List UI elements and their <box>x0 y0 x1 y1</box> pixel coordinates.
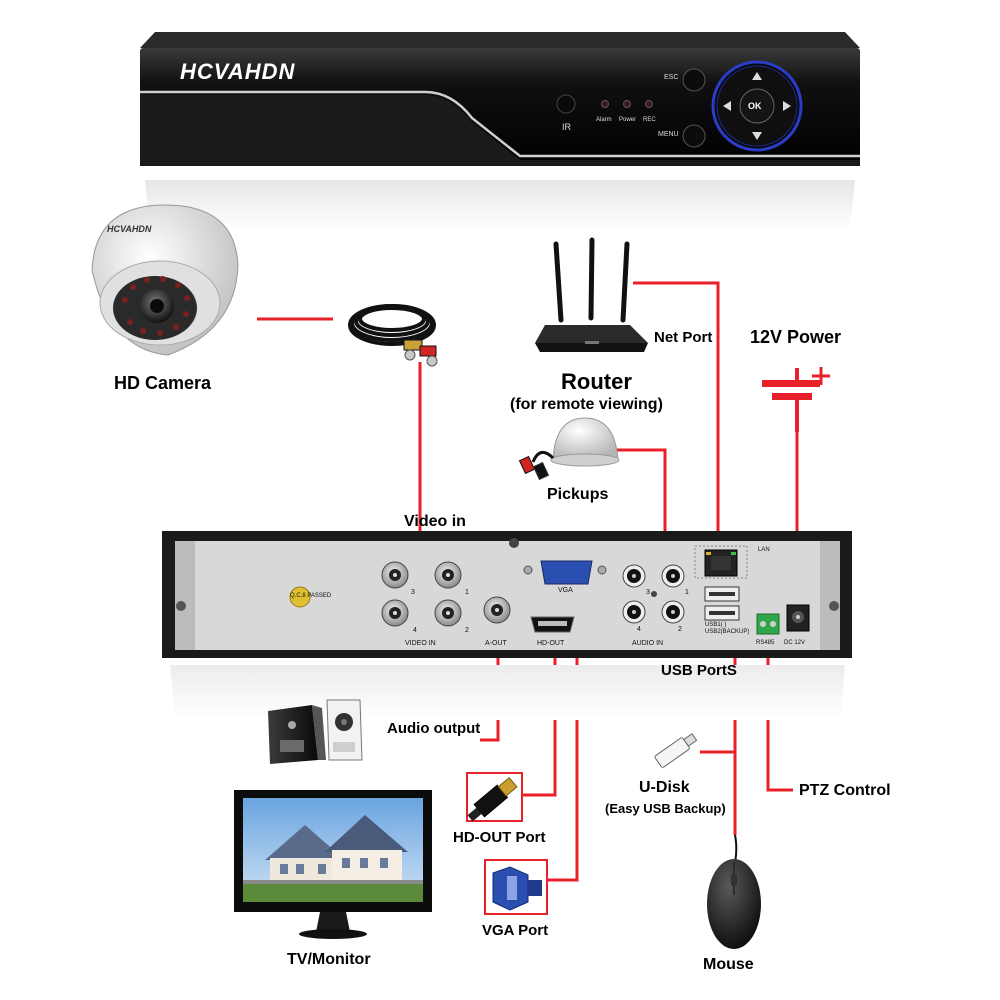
u-disk-sub-label: (Easy USB Backup) <box>605 801 726 816</box>
esc-button[interactable]: ESC <box>664 74 679 81</box>
ok-button[interactable]: OK <box>748 101 762 111</box>
video-in-port-3: 3 <box>411 589 415 596</box>
usb2-port-label: USB2(BACKUP) <box>705 629 750 635</box>
mouse-label: Mouse <box>703 956 754 973</box>
rs485-port-label: RS485 <box>756 640 775 646</box>
usb-ports-label: USB PortS <box>661 662 737 679</box>
camera-brand: HCVAHDN <box>107 224 152 234</box>
menu-button[interactable]: MENU <box>658 131 679 138</box>
router-label: Router <box>561 369 632 394</box>
ptz-control-label: PTZ Control <box>799 782 891 799</box>
video-in-port-1: 1 <box>465 589 469 596</box>
ir-label: IR <box>562 122 571 132</box>
router-sub-label: (for remote viewing) <box>510 396 663 413</box>
brand-logo: HCVAHDN <box>180 59 296 84</box>
vga-port-caption: VGA Port <box>482 922 549 939</box>
led-label-rec: REC <box>643 117 656 123</box>
power-label: 12V Power <box>750 327 842 347</box>
audio-in-port-1: 1 <box>685 589 689 596</box>
pickups-label: Pickups <box>547 486 609 503</box>
hd-out-port-label: HD-OUT <box>537 640 565 647</box>
audio-in-port-3: 3 <box>646 589 650 596</box>
power-symbol-icon <box>762 367 830 432</box>
hd-camera-label: HD Camera <box>114 373 212 393</box>
audio-in-port-label: AUDIO IN <box>632 640 664 647</box>
lan-port-label: LAN <box>758 547 770 553</box>
hd-out-port-caption: HD-OUT Port <box>453 829 546 846</box>
audio-in-port-4: 4 <box>637 626 641 633</box>
led-label-power: Power <box>619 117 637 123</box>
video-in-label: Video in <box>404 513 466 530</box>
dc-port-label: DC 12V <box>784 640 806 646</box>
vga-port-label: VGA <box>558 587 573 594</box>
video-in-port-2: 2 <box>465 627 469 634</box>
a-out-port-label: A-OUT <box>485 640 507 647</box>
audio-in-port-2: 2 <box>678 626 682 633</box>
video-in-port-label: VIDEO IN <box>405 640 436 647</box>
audio-output-label: Audio output <box>387 720 481 737</box>
video-in-port-4: 4 <box>413 627 417 634</box>
u-disk-label: U-Disk <box>639 779 690 796</box>
usb1-port-label: USB1( ) <box>705 622 727 628</box>
tv-monitor-label: TV/Monitor <box>287 951 371 968</box>
qc-sticker: Q.C.8 PASSED <box>290 593 332 599</box>
led-label-alarm: Alarm <box>596 117 612 123</box>
net-port-label: Net Port <box>654 329 713 346</box>
